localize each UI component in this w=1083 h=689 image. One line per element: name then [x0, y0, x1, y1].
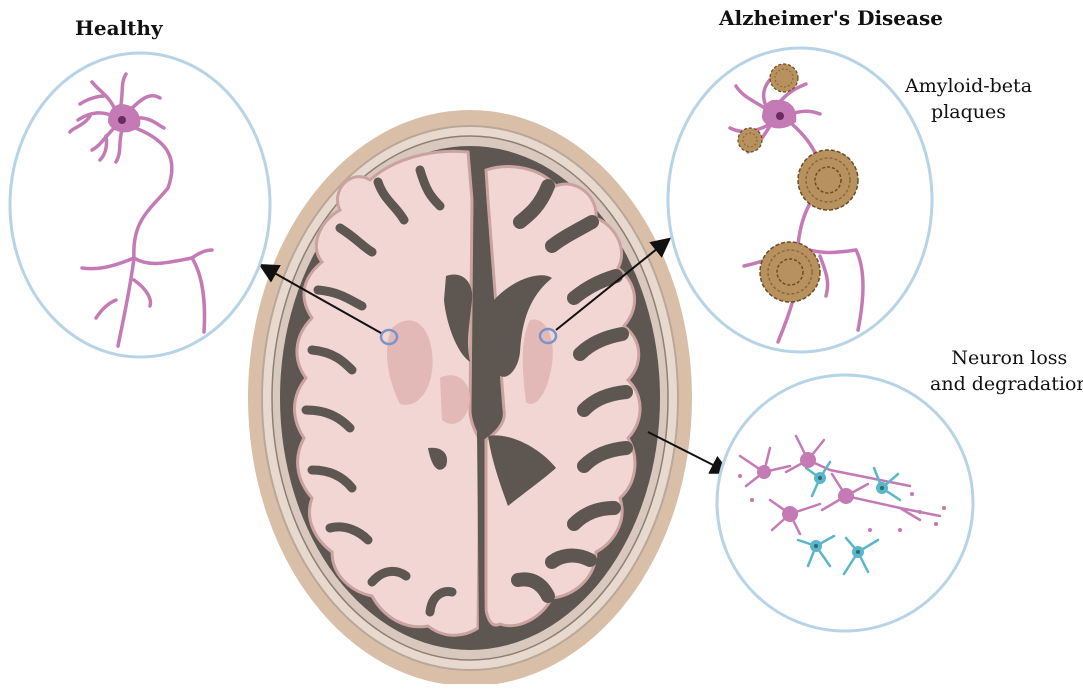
amyloid-label-line2: plaques — [905, 99, 1032, 125]
plaque-cluster-4 — [760, 242, 820, 302]
amyloid-label-line1: Amyloid-beta — [905, 73, 1032, 99]
alzheimers-title: Alzheimer's Disease — [719, 6, 943, 30]
neuron-loss-label-line2: and degradation — [930, 371, 1083, 397]
plaque-cluster-3 — [798, 150, 858, 210]
plaque-cluster-1 — [770, 64, 798, 92]
neuron-loss-label-line1: Neuron loss — [930, 345, 1083, 371]
healthy-title: Healthy — [75, 16, 163, 40]
neuron-loss-label: Neuron loss and degradation — [930, 345, 1083, 397]
healthy-neuron-icon — [10, 53, 270, 357]
amyloid-label: Amyloid-beta plaques — [905, 73, 1032, 125]
brain-cross-section — [248, 110, 692, 684]
plaque-cluster-2 — [738, 128, 762, 152]
degraded-neurons-icon — [717, 375, 973, 631]
amyloid-plaque-icon — [668, 48, 932, 352]
